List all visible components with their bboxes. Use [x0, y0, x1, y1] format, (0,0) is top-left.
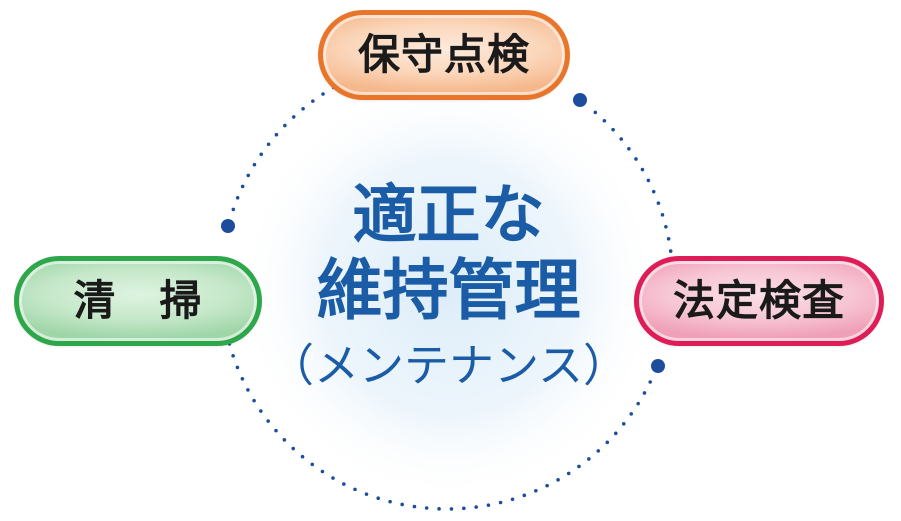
- cycle-arc-left-to-top: [231, 62, 391, 212]
- center-title-line2: 維持管理: [316, 252, 581, 329]
- center-subtitle: （メンテナンス）: [268, 339, 629, 392]
- center-glow: [234, 73, 664, 503]
- cycle-arc-right-to-left: [224, 328, 652, 511]
- node-maintenance-inspection-label: 保守点検: [357, 30, 530, 79]
- node-cleaning-label: 清 掃: [73, 276, 203, 325]
- node-legal-inspection-label: 法定検査: [672, 276, 845, 325]
- node-cleaning: 清 掃: [14, 256, 262, 346]
- cycle-start-dot-left: [221, 219, 235, 233]
- node-legal-inspection: 法定検査: [634, 256, 884, 346]
- node-maintenance-inspection: 保守点検: [318, 10, 570, 100]
- cycle-start-dot-top-right: [573, 93, 587, 107]
- center-title-line1: 適正な: [352, 179, 545, 253]
- cycle-start-dot-right: [651, 359, 665, 373]
- cycle-arc-top-to-right: [593, 110, 674, 266]
